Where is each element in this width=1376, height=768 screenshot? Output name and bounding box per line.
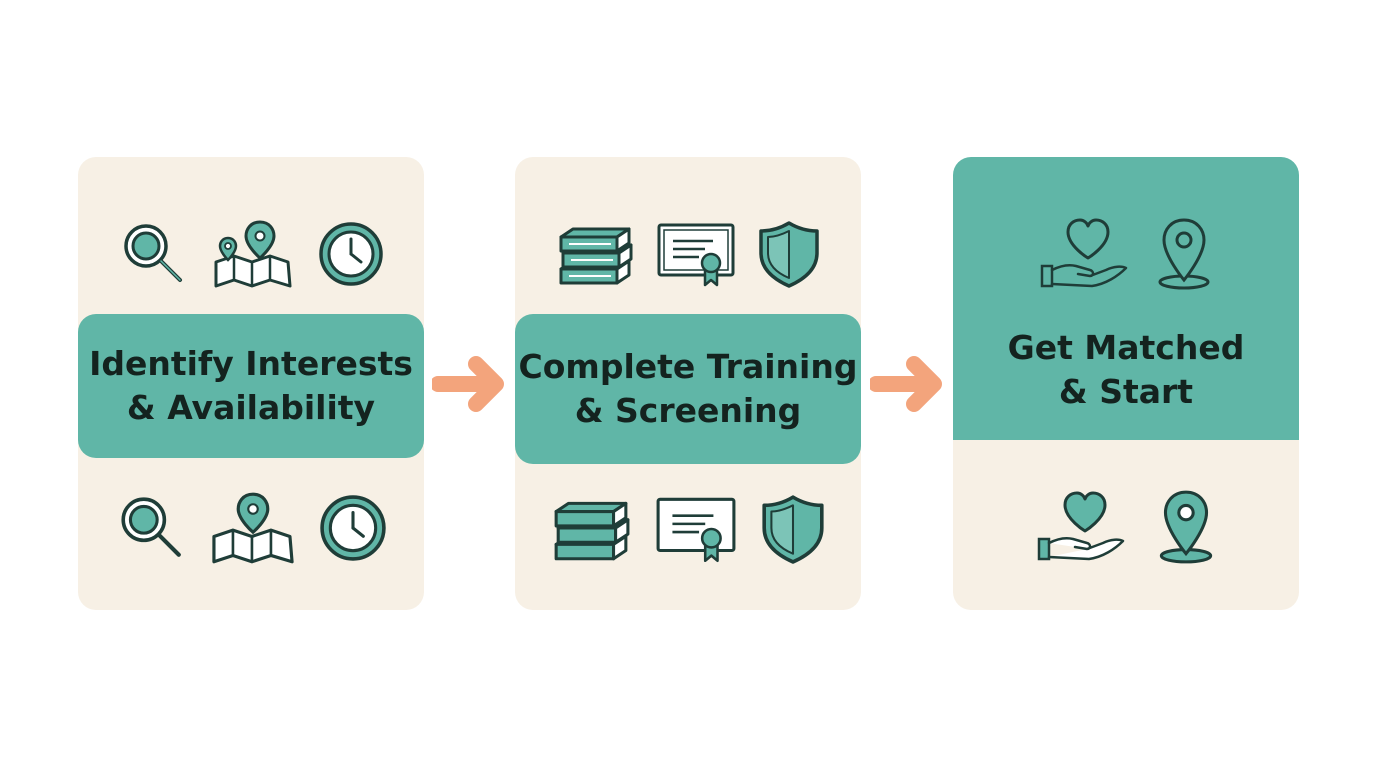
step-3-label: Get Matched & Start [953, 300, 1299, 440]
step-1-line-1: Identify Interests [89, 344, 413, 383]
step-3-bottom-icons [953, 488, 1299, 566]
books-icon [554, 501, 630, 561]
step-2-label: Complete Training & Screening [515, 314, 861, 464]
map-pin-icon [214, 220, 292, 288]
location-pin-icon [1159, 490, 1213, 564]
step-1-top-icons [78, 218, 424, 290]
step-1-line-2: & Availability [126, 388, 376, 427]
shield-icon [762, 495, 824, 564]
magnifier-icon [124, 224, 182, 282]
step-1-label: Identify Interests & Availability [78, 314, 424, 458]
clock-icon [319, 222, 383, 286]
step-2-bottom-icons [515, 492, 861, 566]
clock-icon [320, 495, 386, 561]
step-2-line-2: & Screening [574, 391, 802, 430]
heart-hand-icon [1040, 218, 1128, 288]
shield-icon [759, 221, 819, 288]
magnifier-icon [121, 497, 181, 557]
step-1-bottom-icons [78, 490, 424, 566]
step-3-top-icons [953, 216, 1299, 292]
step-3-line-1: Get Matched [1007, 328, 1245, 367]
map-pin-icon [212, 492, 294, 564]
step-3-line-2: & Start [1058, 372, 1194, 411]
step-2-line-1: Complete Training [518, 347, 858, 386]
step-2-top-icons [515, 218, 861, 290]
heart-hand-icon [1037, 491, 1125, 561]
location-pin-icon [1158, 218, 1210, 290]
arrow-right-icon [870, 356, 942, 412]
step-3-card-lower [953, 440, 1299, 610]
books-icon [559, 227, 633, 285]
certificate-icon [656, 497, 736, 563]
certificate-icon [657, 223, 735, 287]
arrow-right-icon [432, 356, 504, 412]
step-3-card [953, 157, 1299, 463]
